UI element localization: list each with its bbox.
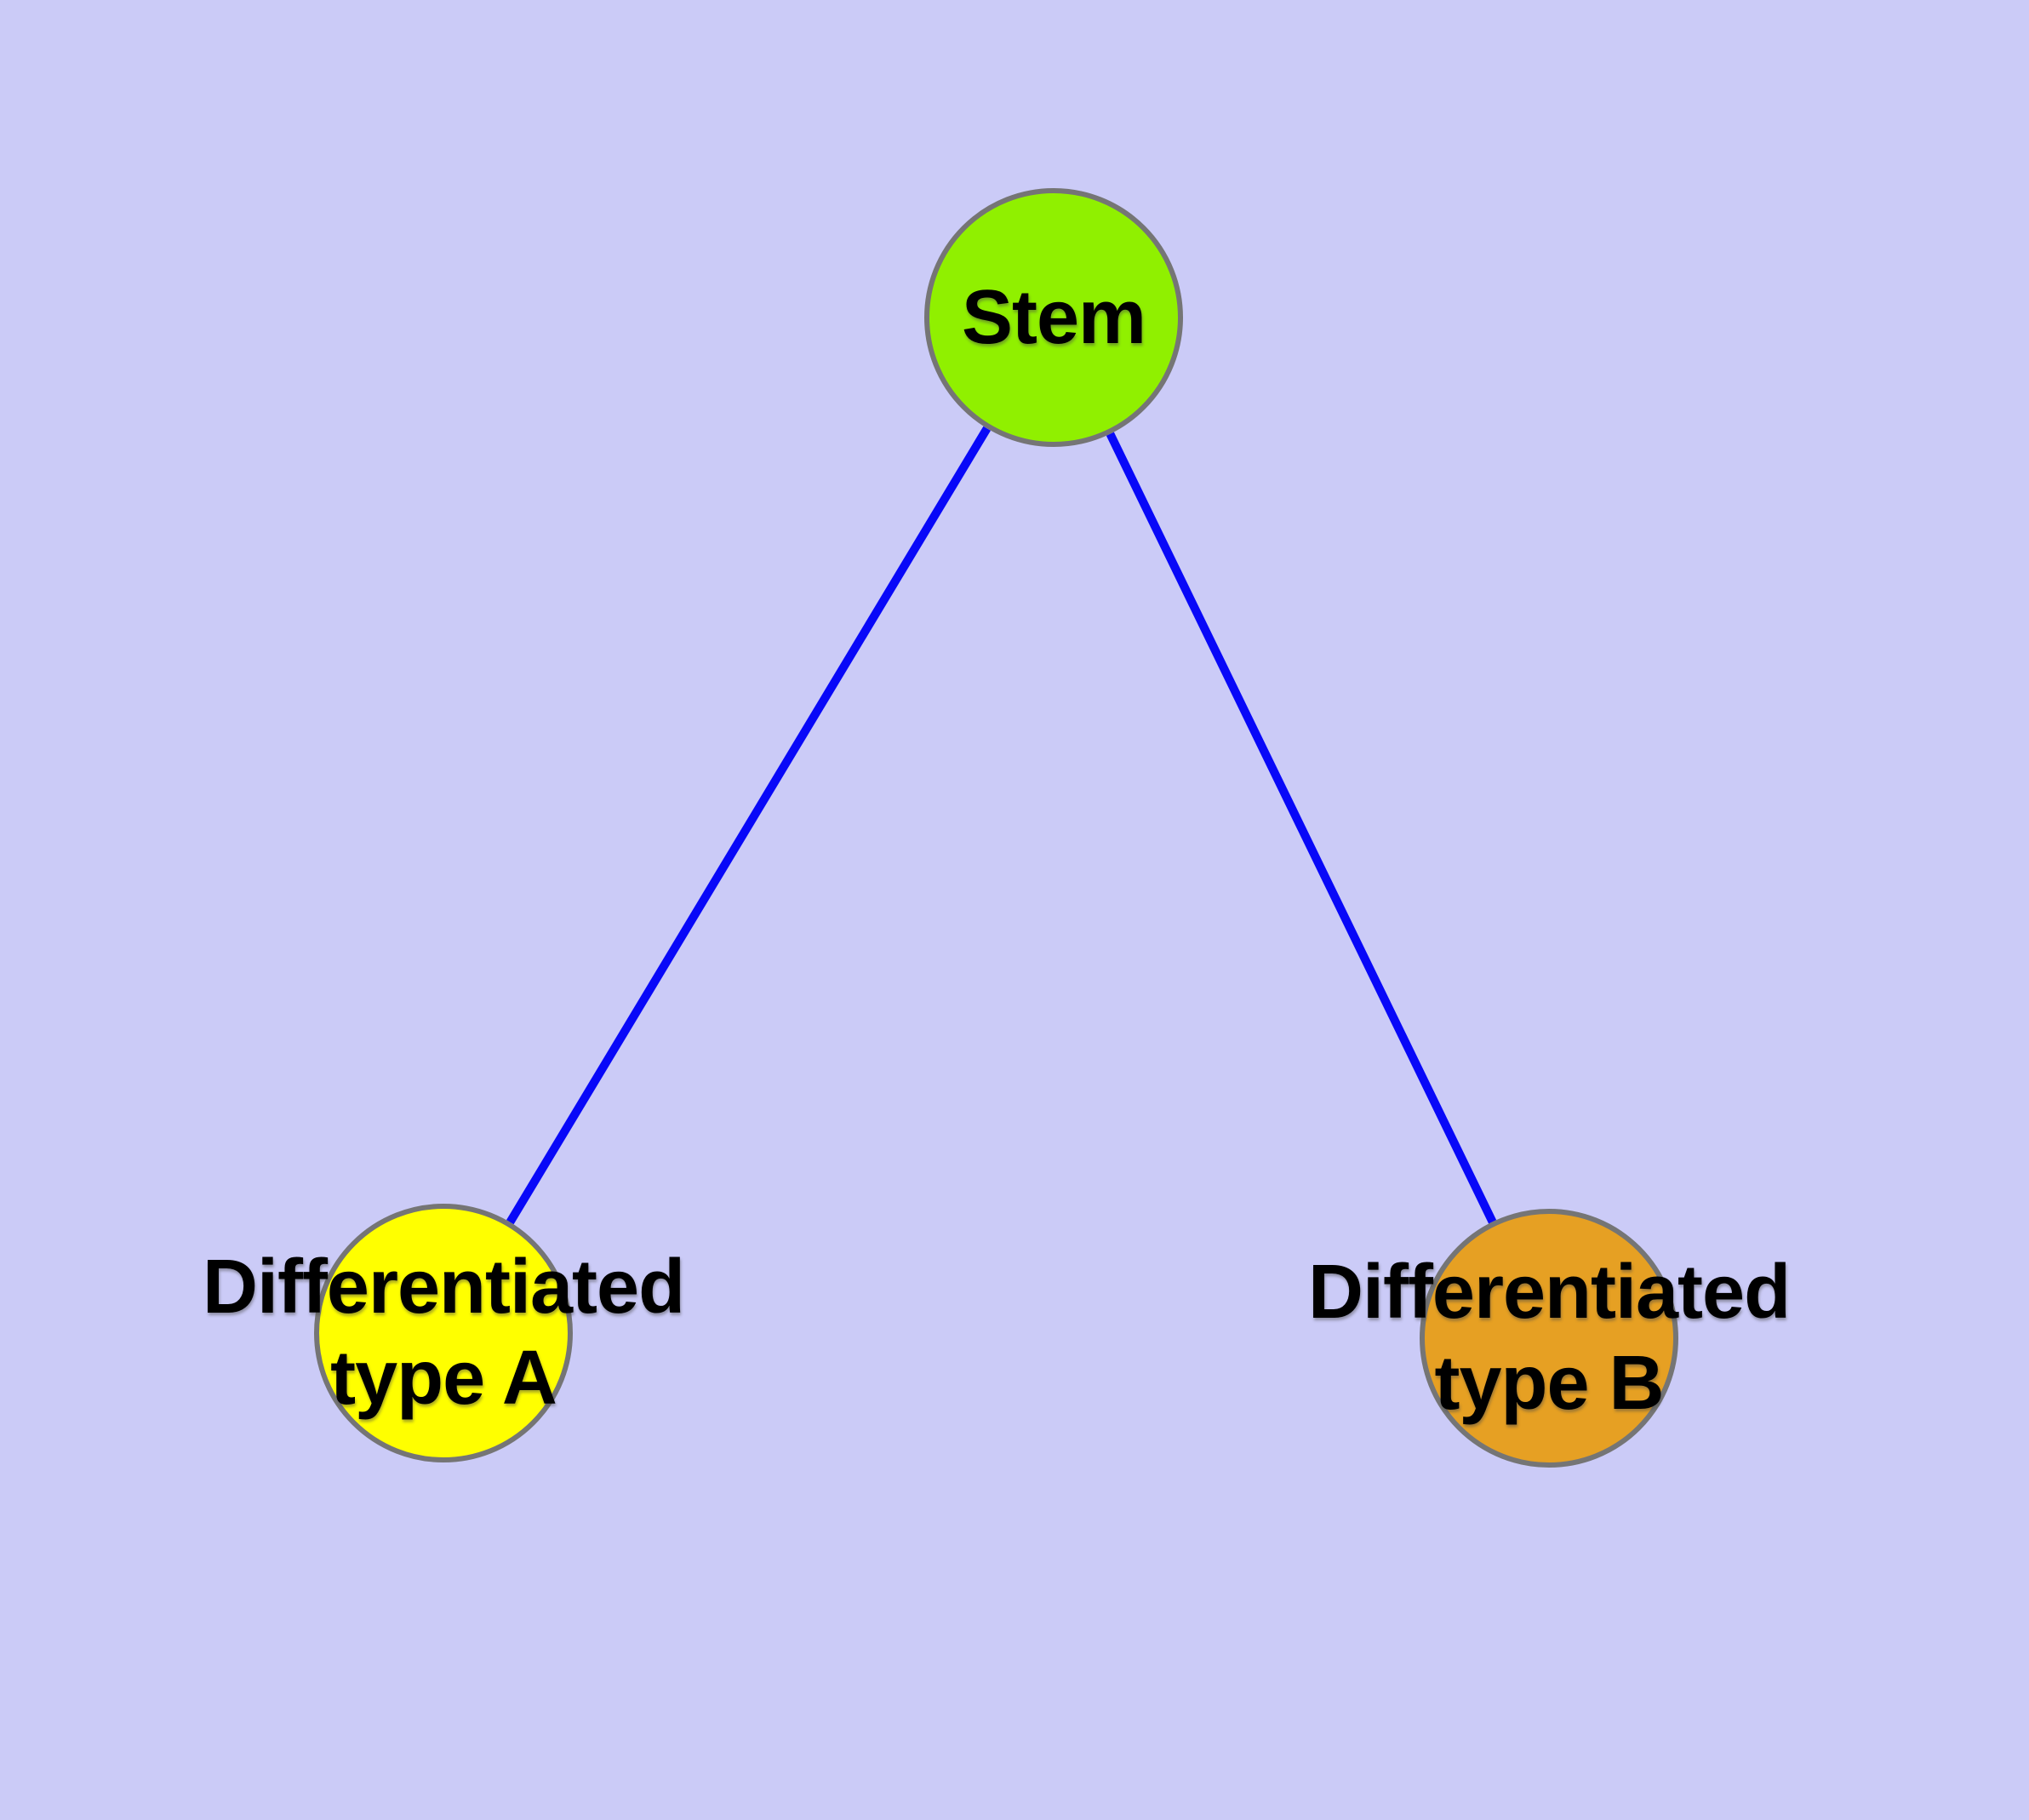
node-label-line: Stem (961, 274, 1146, 360)
node-stem[interactable]: Stem (924, 188, 1183, 447)
node-label-line: Differentiated (1307, 1250, 1791, 1335)
node-label-line: Differentiated (202, 1245, 685, 1330)
edge-stem-to-differentiated-type-a (506, 426, 991, 1225)
node-label-line: type A (330, 1336, 557, 1421)
edge-stem-to-differentiated-type-b (1106, 432, 1497, 1224)
node-label-line: type B (1434, 1341, 1664, 1426)
node-label-stem: Stem (962, 272, 1146, 363)
